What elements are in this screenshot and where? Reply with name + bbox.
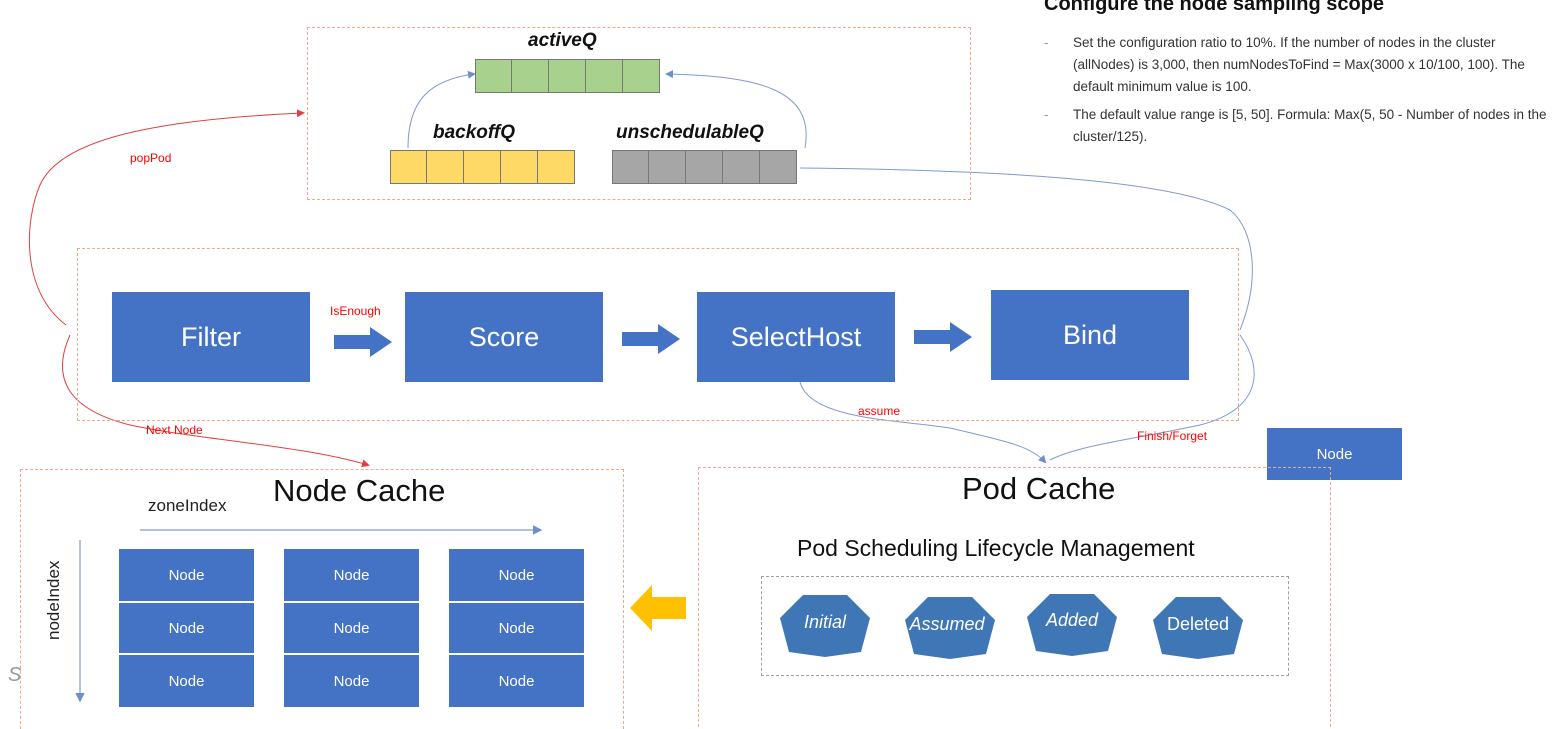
state-added [1027,594,1117,656]
node-cache-container [20,469,624,729]
finish-forget-label: Finish/Forget [1137,429,1208,443]
connectors-layer [28,70,1255,703]
node-cell: Node [283,548,420,602]
next-node-label: Next Node [146,423,203,437]
info-item: The default value range is [5, 50]. Form… [1073,107,1547,144]
bullet-dash: - [1044,35,1049,50]
floating-node-box: Node [1267,428,1402,480]
pod-cache-title: Pod Cache [962,471,1116,506]
assume-label: assume [858,404,901,418]
backoff-to-active-arrow [407,70,476,149]
pop-pod-label: popPod [130,151,172,165]
assume-curve [799,381,1047,464]
finish-forget-curve [1049,334,1255,461]
backoff-queue [390,150,575,184]
arrow-select-to-bind [914,322,972,352]
unschedulable-queue [612,150,797,184]
state-assumed-label: Assumed [909,614,985,634]
active-queue [475,59,660,93]
unschedulable-queue-label: unschedulableQ [616,122,764,143]
node-cell: Node [448,654,585,708]
node-cell: Node [118,654,255,708]
pod-cache-container [698,467,1331,727]
node-cell: Node [448,602,585,654]
queue-container [307,27,971,200]
node-index-label: nodeIndex [44,560,63,640]
pod-cache-subtitle: Pod Scheduling Lifecycle Management [797,535,1195,561]
node-cell: Node [118,602,255,654]
info-item: Set the configuration ratio to 10%. If t… [1073,35,1525,94]
node-grid: Node Node Node Node Node Node Node Node … [118,548,586,708]
retry-curve [799,167,1253,331]
node-cache-title: Node Cache [273,473,446,508]
is-enough-label: IsEnough [330,304,381,318]
active-queue-label: activeQ [528,30,597,51]
lifecycle-box [761,576,1289,676]
state-added-label: Added [1045,610,1099,630]
pop-pod-curve [28,109,305,326]
pod-to-node-arrow [630,585,686,631]
state-deleted-label: Deleted [1166,614,1230,634]
node-cell: Node [283,602,420,654]
filter-stage: Filter [112,292,310,382]
corner-mark: S [8,664,22,686]
info-title: Configure the node sampling scope [1044,0,1385,15]
state-initial-label: Initial [803,612,847,632]
arrow-score-to-select [622,324,680,354]
bind-stage: Bind [991,290,1189,380]
state-deleted [1153,597,1243,659]
node-cell: Node [118,548,255,602]
bullet-dash: - [1044,107,1049,122]
pipeline-container [77,248,1239,421]
state-assumed [905,597,995,659]
node-cell: Node [448,548,585,602]
next-node-curve [62,334,370,468]
info-list: - Set the configuration ratio to 10%. If… [1044,32,1549,148]
unschedulable-to-active-arrow [665,70,807,149]
zone-index-label: zoneIndex [148,496,227,515]
arrow-filter-to-score [334,327,392,357]
score-stage: Score [405,292,603,382]
state-initial [780,595,870,657]
node-cell: Node [283,654,420,708]
select-host-stage: SelectHost [697,292,895,382]
backoff-queue-label: backoffQ [433,122,516,143]
